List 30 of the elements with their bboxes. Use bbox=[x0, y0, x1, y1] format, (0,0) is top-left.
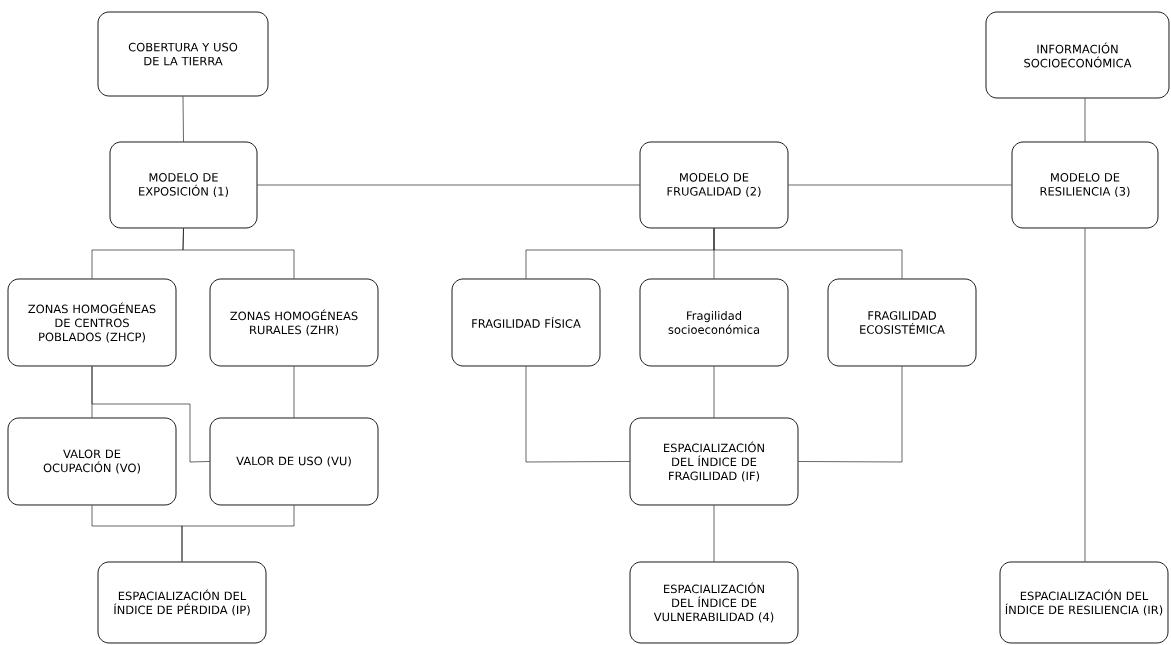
process-box: INFORMACIÓN SOCIOECONÓMICA bbox=[985, 11, 1170, 99]
process-box: ZONAS HOMOGÉNEAS DE CENTROS POBLADOS (ZHCP) bbox=[7, 278, 177, 367]
connector-line bbox=[525, 366, 630, 463]
connector-line bbox=[257, 184, 640, 186]
process-box: MODELO DE FRUGALIDAD (2) bbox=[639, 141, 789, 229]
process-box: ESPACIALIZACIÓN DEL ÍNDICE DE FRAGILIDAD (IF) bbox=[629, 417, 799, 506]
process-box: VALOR DE OCUPACIÓN (VO) bbox=[7, 417, 177, 506]
connector-line bbox=[1084, 228, 1086, 562]
connector-line bbox=[788, 184, 1012, 186]
connector-line bbox=[293, 366, 295, 418]
connector-line bbox=[713, 366, 715, 418]
process-box: ESPACIALIZACIÓN DEL ÍNDICE DE VULNERABILIDAD (4) bbox=[629, 561, 799, 644]
process-box: MODELO DE EXPOSICIÓN (1) bbox=[109, 141, 258, 229]
process-box: COBERTURA Y USO DE LA TIERRA bbox=[97, 11, 269, 97]
connector-line bbox=[182, 96, 184, 142]
connector-line bbox=[91, 366, 210, 463]
process-box: Fragilidad socioeconómica bbox=[639, 278, 789, 367]
connector-line bbox=[713, 228, 903, 279]
process-box: ESPACIALIZACIÓN DEL ÍNDICE DE PÉRDIDA (IP) bbox=[97, 561, 267, 644]
process-box: MODELO DE RESILIENCIA (3) bbox=[1011, 141, 1159, 229]
process-box: ESPACIALIZACIÓN DEL ÍNDICE DE RESILIENCIA (IR) bbox=[999, 561, 1169, 644]
connector-line bbox=[182, 228, 295, 279]
process-box: FRAGILIDAD ECOSISTÉMICA bbox=[827, 278, 977, 367]
connector-line bbox=[713, 505, 715, 562]
process-box: VALOR DE USO (VU) bbox=[209, 417, 379, 506]
connector-line bbox=[181, 505, 295, 562]
connector-line bbox=[798, 366, 903, 463]
process-box: FRAGILIDAD FÍSICA bbox=[451, 278, 601, 367]
process-box: ZONAS HOMOGÉNEAS RURALES (ZHR) bbox=[209, 278, 379, 367]
connector-line bbox=[1084, 98, 1086, 142]
